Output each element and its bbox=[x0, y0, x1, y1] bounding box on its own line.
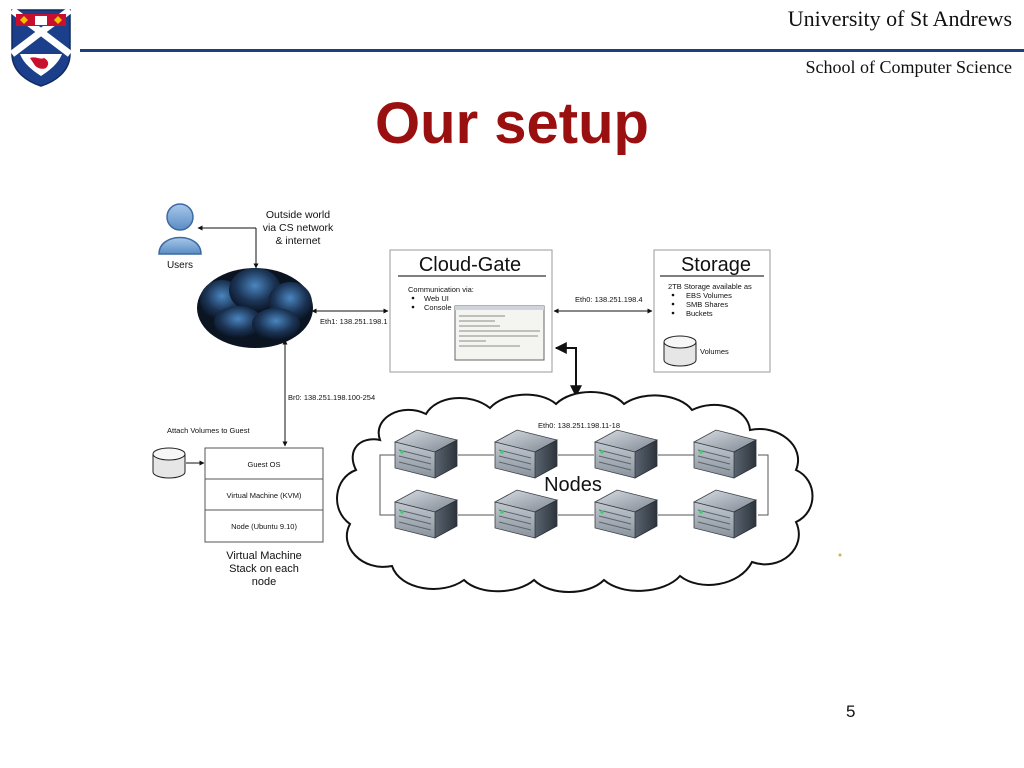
nodes-eth-label: Eth0: 138.251.198.11-18 bbox=[538, 421, 620, 430]
cloud-gate-item-2: Console bbox=[424, 303, 452, 312]
nodes-label: Nodes bbox=[544, 474, 602, 496]
school-name: School of Computer Science bbox=[805, 57, 1012, 77]
outside-world-line-1: Outside world bbox=[266, 209, 330, 221]
nodes-network-lines bbox=[379, 454, 769, 516]
br0-label: Br0: 138.251.198.100-254 bbox=[288, 393, 375, 402]
outside-world-line-3: & internet bbox=[276, 235, 321, 247]
console-screenshot-thumbnail bbox=[454, 305, 545, 361]
outside-world-line-2: via CS network bbox=[263, 222, 334, 234]
vm-stack-node: Node (Ubuntu 9.10) bbox=[231, 522, 297, 531]
vm-stack-kvm: Virtual Machine (KVM) bbox=[227, 491, 302, 500]
internet-cloud-icon bbox=[197, 268, 313, 348]
storage-item-3: Buckets bbox=[686, 309, 713, 318]
decorative-speck bbox=[838, 553, 842, 557]
attach-volumes-label: Attach Volumes to Guest bbox=[167, 426, 250, 435]
cloud-gate-item-1: Web UI bbox=[424, 294, 449, 303]
cloud-gate-comm-label: Communication via: bbox=[408, 285, 474, 294]
guest-disk-icon bbox=[152, 447, 186, 479]
cloud-gate-title: Cloud-Gate bbox=[419, 254, 521, 276]
gate-to-nodes-arrow bbox=[554, 342, 582, 398]
volumes-label: Volumes bbox=[700, 347, 729, 356]
university-crest-logo bbox=[10, 8, 72, 87]
vm-caption-line-2: Stack on each bbox=[229, 563, 299, 575]
slide-title: Our setup bbox=[375, 91, 649, 156]
storage-desc: 2TB Storage available as bbox=[668, 282, 752, 291]
vm-stack-box bbox=[204, 447, 324, 543]
header-rule bbox=[80, 49, 1024, 52]
university-name: University of St Andrews bbox=[787, 6, 1012, 31]
eth0-storage-label: Eth0: 138.251.198.4 bbox=[575, 295, 643, 304]
users-label: Users bbox=[167, 260, 193, 271]
eth1-label: Eth1: 138.251.198.1 bbox=[320, 317, 388, 326]
storage-item-1: EBS Volumes bbox=[686, 291, 732, 300]
storage-title: Storage bbox=[681, 254, 751, 276]
page-number: 5 bbox=[846, 702, 856, 721]
vm-caption-line-1: Virtual Machine bbox=[226, 550, 302, 562]
vm-stack-guest-os: Guest OS bbox=[248, 460, 281, 469]
volumes-disk-icon bbox=[663, 335, 697, 367]
storage-item-2: SMB Shares bbox=[686, 300, 728, 309]
users-icon bbox=[158, 203, 202, 255]
vm-caption-line-3: node bbox=[252, 576, 276, 588]
